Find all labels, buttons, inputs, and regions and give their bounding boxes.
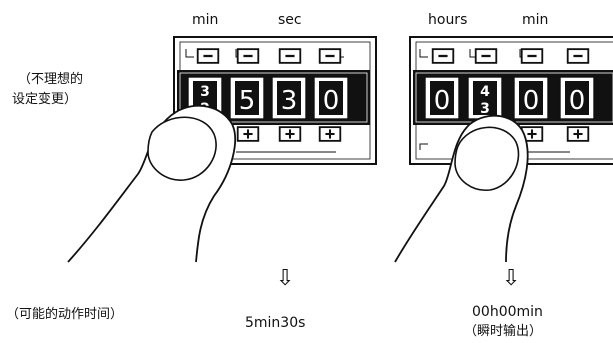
left-plus-button-4	[318, 126, 342, 142]
left-plus-button-3	[278, 126, 302, 142]
svg-text:3: 3	[200, 84, 210, 100]
right-digit-3-text: 0	[523, 86, 540, 116]
right-minus-button-2	[474, 48, 498, 64]
svg-text:4: 4	[480, 84, 490, 100]
left-unit-label-min: min	[192, 12, 219, 28]
undesired-change-label-line2: 设定变更）	[12, 92, 78, 107]
right-digit-1-text: 0	[434, 86, 451, 116]
right-unit-label-min: min	[522, 12, 549, 28]
left-result-value: 5min30s	[245, 315, 306, 331]
right-digit-wheel-3: 0	[513, 76, 549, 120]
right-digit-4-text: 0	[569, 86, 586, 116]
right-result-note: （瞬时输出）	[464, 324, 543, 339]
left-minus-button-2	[236, 48, 260, 64]
right-digit-wheel-2: 4 3	[467, 76, 503, 120]
right-digit-wheel-4: 0	[559, 76, 595, 120]
right-unit-label-hours: hours	[428, 12, 468, 28]
left-down-arrow-icon: ⇩	[276, 266, 295, 291]
right-minus-button-1	[431, 48, 455, 64]
right-result-value: 00h00min	[472, 304, 543, 320]
svg-text:3: 3	[480, 101, 490, 117]
left-digit-wheel-3: 3	[271, 76, 307, 120]
right-minus-button-4	[566, 48, 590, 64]
left-unit-label-sec: sec	[278, 12, 302, 28]
left-plus-button-2	[236, 126, 260, 142]
right-digit-wheel-1: 0	[424, 76, 460, 120]
right-timer-dial: 0 4 3 0 0	[409, 36, 613, 165]
possible-action-time-label: （可能的动作时间）	[6, 307, 124, 322]
left-minus-button-3	[278, 48, 302, 64]
left-digit-4-text: 0	[323, 86, 340, 116]
left-digit-3-text: 3	[281, 86, 298, 116]
left-minus-button-4	[318, 48, 342, 64]
left-digit-2-text: 5	[239, 86, 256, 116]
right-down-arrow-icon: ⇩	[502, 266, 521, 291]
right-finger	[394, 114, 529, 263]
left-digit-wheel-2: 5	[229, 76, 265, 120]
left-minus-button-1	[196, 48, 220, 64]
undesired-change-label-line1: （不理想的	[18, 72, 84, 87]
right-minus-button-3	[520, 48, 544, 64]
left-digit-wheel-4: 0	[313, 76, 349, 120]
right-plus-button-4	[566, 126, 590, 142]
left-finger	[67, 104, 236, 263]
